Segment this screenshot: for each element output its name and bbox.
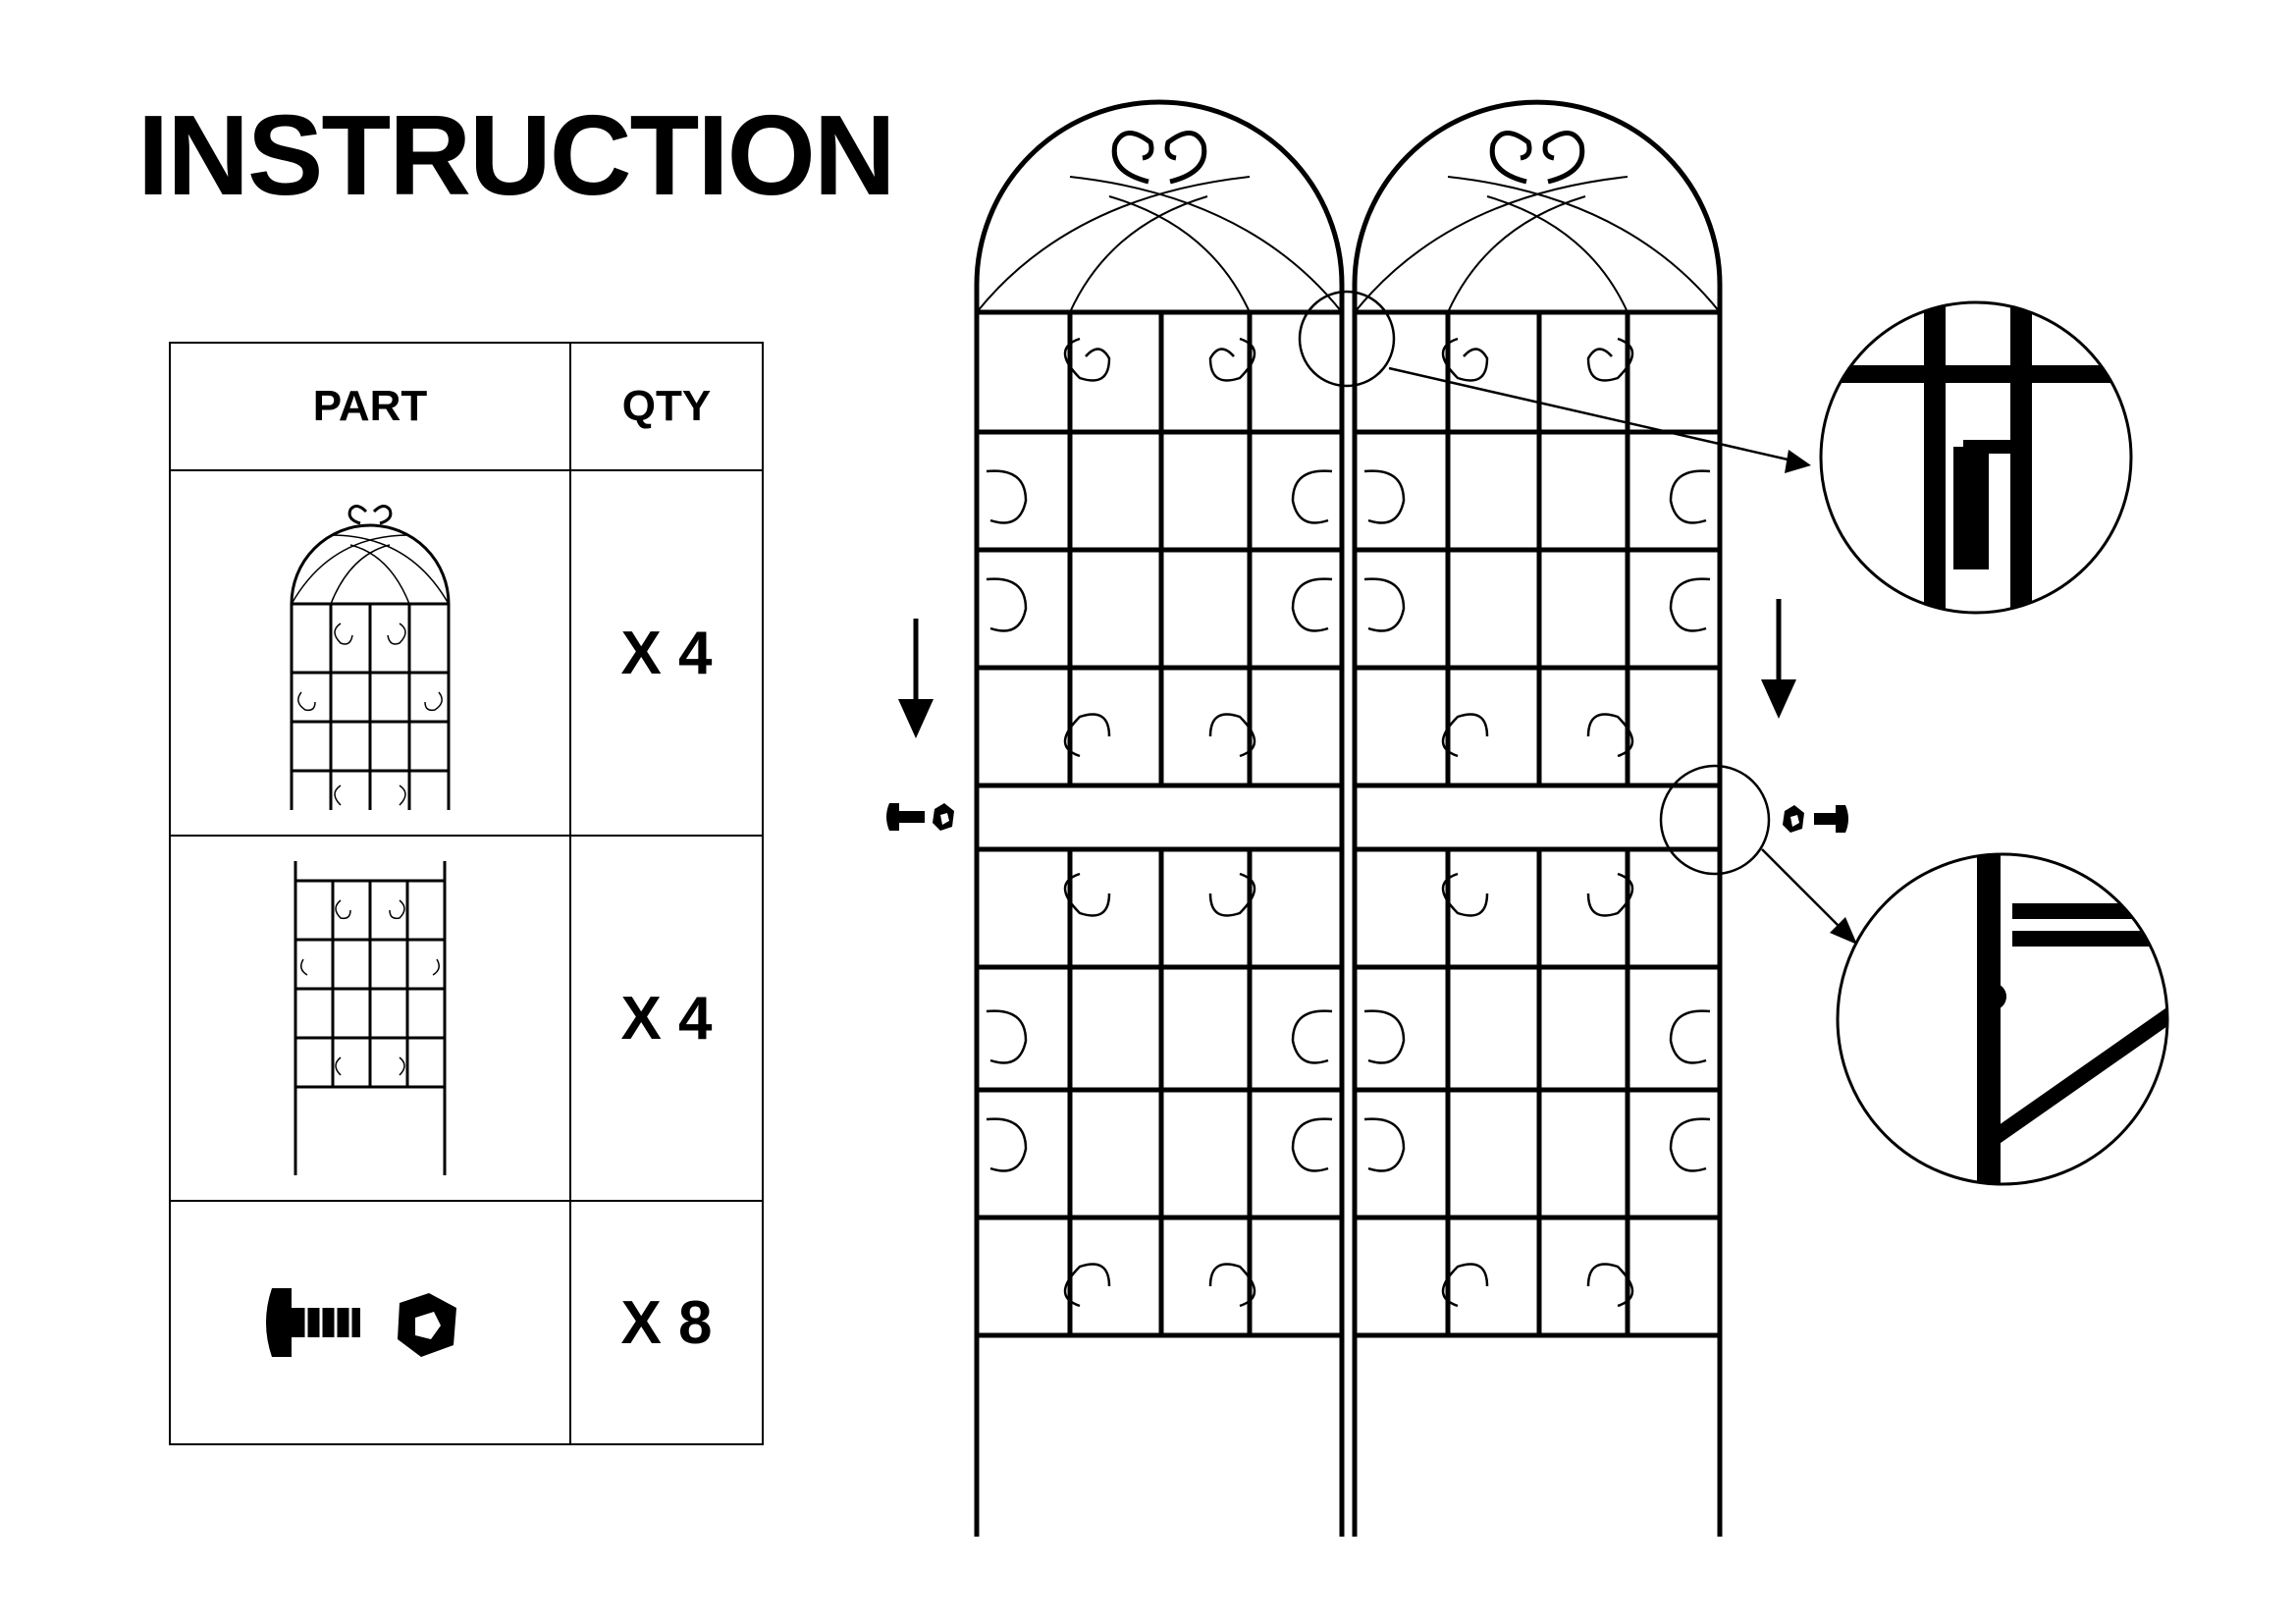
- page-title: INSTRUCTION: [137, 91, 896, 219]
- down-arrow-icon: [898, 619, 934, 738]
- qty-cell: X 4: [569, 469, 764, 837]
- part-cell: [169, 1200, 571, 1445]
- screw-and-nut-icon: [886, 803, 954, 831]
- trellis-bottom-panel-with-stakes-icon: [294, 861, 447, 1175]
- table-row: X 8: [169, 1200, 764, 1445]
- parts-table-header: PART QTY: [169, 342, 764, 471]
- table-row: X 4: [169, 469, 764, 837]
- arched-trellis-top-panel-icon: [290, 505, 451, 810]
- leader-arrow-icon: [1785, 450, 1811, 473]
- table-row: X 4: [169, 835, 764, 1202]
- header-qty: QTY: [569, 342, 764, 471]
- part-cell: [169, 835, 571, 1202]
- qty-cell: X 4: [569, 835, 764, 1202]
- down-arrow-icon: [1761, 599, 1796, 719]
- header-part: PART: [169, 342, 571, 471]
- leader-arrow-icon: [1830, 917, 1857, 945]
- parts-table: PART QTY: [169, 342, 764, 1445]
- part-cell: [169, 469, 571, 837]
- connector-detail-middle-icon: [1836, 852, 2169, 1186]
- screw-and-nut-icon: [266, 1288, 456, 1357]
- screw-and-nut-icon: [1783, 805, 1848, 833]
- connector-detail-top-icon: [1819, 300, 2133, 615]
- qty-cell: X 8: [569, 1200, 764, 1445]
